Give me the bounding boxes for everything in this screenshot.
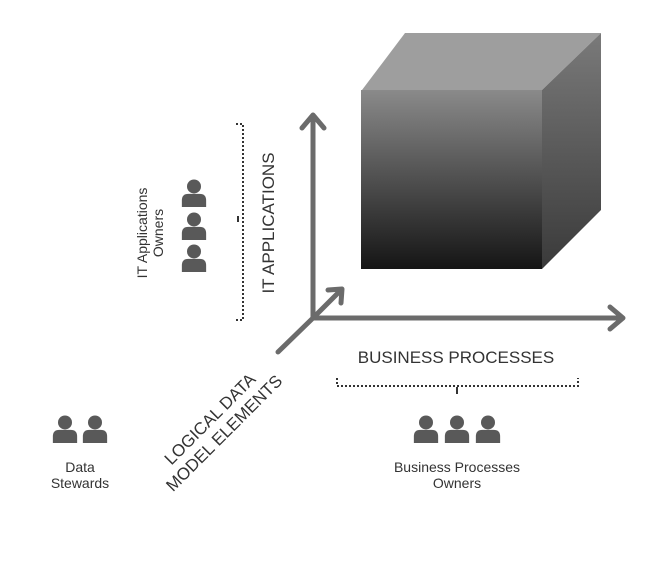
cube-top-face [362,33,601,90]
it-applications-owners-icons [181,179,207,272]
vertical-axis-label: IT APPLICATIONS [259,152,278,294]
brackets [236,123,579,394]
person-icon [52,415,78,443]
business-processes-owners-label: Business Processes Owners [367,459,547,491]
cube [361,33,601,269]
person-icon [82,415,108,443]
data-stewards-label: Data Stewards [30,459,130,491]
it-applications-bracket [236,123,244,321]
it-applications-owners-label-line2: Owners [150,208,167,258]
it-applications-owners-label: IT Applications Owners [134,178,170,288]
business-processes-bracket [336,378,579,387]
depth-axis-arrowhead [325,286,345,306]
business-processes-owners-icons [413,415,501,443]
person-icon [413,415,439,443]
person-icon [181,212,207,240]
depth-axis-line [310,287,344,321]
horizontal-axis-arrowhead [607,304,626,332]
person-icon [181,179,207,207]
person-icon [444,415,470,443]
axes [275,112,626,355]
person-icon [181,244,207,272]
data-stewards-icons [52,415,108,443]
cube-front-face [361,90,542,269]
business-processes-owners-label-line2: Owners [432,475,482,492]
diagonal-axis-line [275,315,316,355]
business-processes-owners-label-line1: Business Processes [393,459,521,475]
person-icon [475,415,501,443]
horizontal-axis-label: BUSINESS PROCESSES [357,348,555,367]
data-stewards-label-line2: Stewards [50,475,110,492]
it-applications-owners-label-line1: IT Applications [134,187,150,279]
vertical-axis-arrowhead [299,112,327,131]
data-stewards-label-line1: Data [65,459,95,475]
cube-side-face [542,33,601,269]
